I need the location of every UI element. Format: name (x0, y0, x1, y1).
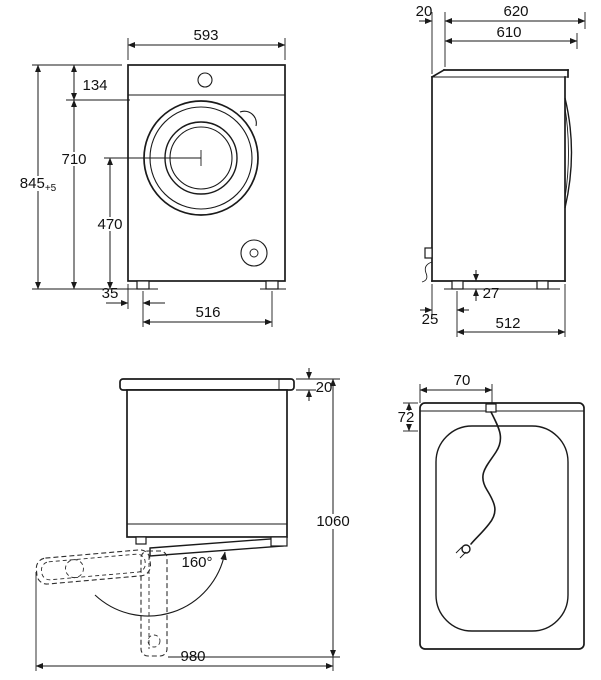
dim-label-top-to-door: 134 (82, 77, 107, 94)
dim-label-cord-front-offset: 72 (398, 409, 415, 426)
cabinet-inner-outline (435, 425, 569, 632)
dim-cord-front-offset: 72 (393, 402, 419, 432)
dim-label-foot-height: 27 (483, 285, 500, 302)
drawing-line (430, 68, 446, 79)
cabinet-top-outline (419, 402, 585, 650)
dim-label-overall-depth: 620 (503, 3, 528, 20)
dim-height-door-open: 1060 (168, 378, 355, 658)
dim-label-door-center-to-floor: 470 (97, 216, 122, 233)
door-window-dashed (147, 634, 161, 648)
dim-foot-side-inset: 35 (102, 284, 165, 327)
dim-foot-height: 27 (464, 270, 499, 302)
dim-rear-clearance: 20 (416, 3, 446, 74)
drawing-shape: +5 (45, 183, 57, 194)
dim-overall-width: 593 (127, 27, 286, 60)
machine-foot (135, 536, 147, 545)
dim-label-cord-side-offset: 70 (454, 372, 471, 389)
door-hinge-block (270, 536, 288, 547)
drawing-shape (35, 549, 152, 585)
drawing-shape (393, 411, 419, 424)
dim-depth-door-open: 980 (35, 572, 334, 671)
dim-label-door-top-to-floor: 710 (61, 151, 86, 168)
door-bulge (564, 97, 573, 209)
drain-filter-knob (249, 248, 259, 258)
dim-top-to-door: 134 (32, 64, 130, 101)
worktop-lid (119, 378, 295, 391)
rear-cord (421, 261, 433, 283)
dim-overall-depth: 620 (444, 3, 586, 29)
dim-overall-height: 845+5 (19, 64, 58, 290)
front-view: 593 134 845+5 710 470 35 (19, 27, 286, 327)
dim-label-door-angle: 160° (181, 554, 212, 571)
dim-label-overall-height: 845+5 (20, 175, 57, 194)
dim-feet-span-side: 512 (456, 284, 566, 337)
drawing-shape (19, 176, 58, 191)
door-bulge-inner (564, 107, 569, 199)
dim-label-cabinet-depth: 610 (496, 24, 521, 41)
dim-label-width: 593 (193, 27, 218, 44)
drain-filter-door (240, 239, 268, 267)
dim-label-worktop-thickness: 20 (316, 379, 333, 396)
side-view: 20 620 610 27 25 512 (416, 3, 586, 337)
control-knob (197, 72, 213, 88)
door-handle (239, 110, 257, 127)
door-open-view: 160° 20 1060 980 (35, 368, 355, 671)
power-cord (470, 411, 502, 545)
dim-label-foot-side-inset: 35 (102, 285, 119, 302)
dim-label-rear-clearance: 20 (416, 3, 433, 20)
dim-label-height-door-open: 1060 (316, 513, 349, 530)
drawing-shape (311, 514, 355, 529)
dim-door-center-to-floor: 470 (95, 157, 126, 290)
machine-foot (265, 280, 279, 290)
dim-door-top-to-floor: 710 (59, 99, 90, 290)
plug-prong (455, 546, 463, 554)
dim-label-rear-foot-inset: 25 (422, 311, 439, 328)
dim-cord-side-offset: 70 (419, 372, 493, 403)
machine-cabinet-front (127, 64, 286, 282)
door-position-down-dashed (140, 550, 168, 657)
dim-cabinet-depth: 610 (444, 24, 578, 49)
drawing-shape: 845 (20, 175, 45, 192)
drawing-shape (95, 217, 126, 231)
machine-foot (451, 280, 464, 290)
cord-outlet (485, 403, 497, 413)
door-swing-arc (94, 551, 227, 617)
machine-cabinet-open (126, 389, 288, 538)
dim-label-depth-door-open: 980 (180, 648, 205, 665)
dim-label-feet-span-side: 512 (495, 315, 520, 332)
plug-prong (459, 551, 467, 559)
door-open-160 (149, 537, 284, 557)
dim-rear-foot-inset: 25 (420, 284, 469, 337)
machine-foot (136, 280, 150, 290)
door-window-dashed (65, 559, 84, 579)
top-view: 70 72 (393, 372, 585, 650)
drawing-shape (41, 553, 146, 581)
plug-icon (461, 544, 471, 554)
drawing-shape (59, 152, 90, 166)
door-position-horizontal-dashed (35, 549, 152, 585)
rear-hose-connection (424, 247, 433, 259)
dim-feet-span-front: 516 (142, 291, 273, 327)
machine-foot (536, 280, 549, 290)
dim-label-feet-span-front: 516 (195, 304, 220, 321)
